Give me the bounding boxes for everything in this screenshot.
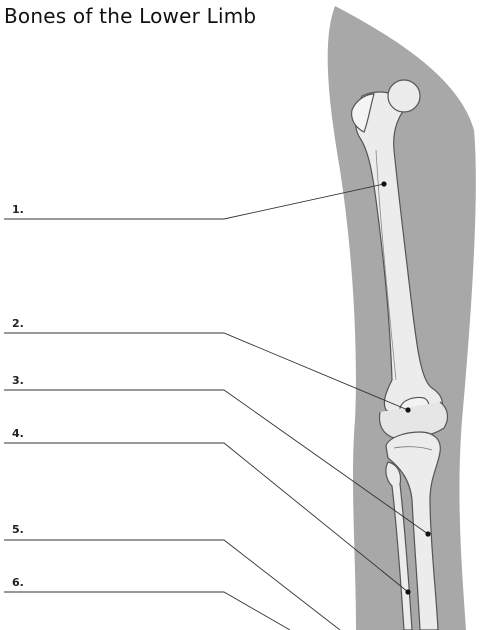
pointer-dot-4 xyxy=(405,589,411,595)
leader-lines xyxy=(4,183,429,630)
leader-line-5 xyxy=(4,539,341,630)
leader-line-1 xyxy=(4,183,385,220)
label-number-3: 3. xyxy=(12,374,24,387)
leader-line-2 xyxy=(4,332,409,411)
fibula xyxy=(385,461,413,630)
pointer-dot-1 xyxy=(381,181,387,187)
leader-line-3 xyxy=(4,389,429,535)
leader-line-6 xyxy=(4,591,291,630)
pointer-dot-2 xyxy=(405,407,411,413)
label-number-1: 1. xyxy=(12,203,24,216)
label-number-2: 2. xyxy=(12,317,24,330)
femur xyxy=(351,79,443,419)
page-title: Bones of the Lower Limb xyxy=(4,4,257,28)
leader-line-4 xyxy=(4,442,409,593)
label-number-4: 4. xyxy=(12,427,24,440)
label-number-5: 5. xyxy=(12,523,24,536)
tibia xyxy=(385,431,441,630)
pointer-dots xyxy=(381,181,431,595)
label-number-6: 6. xyxy=(12,576,24,589)
pointer-dot-3 xyxy=(425,531,431,537)
